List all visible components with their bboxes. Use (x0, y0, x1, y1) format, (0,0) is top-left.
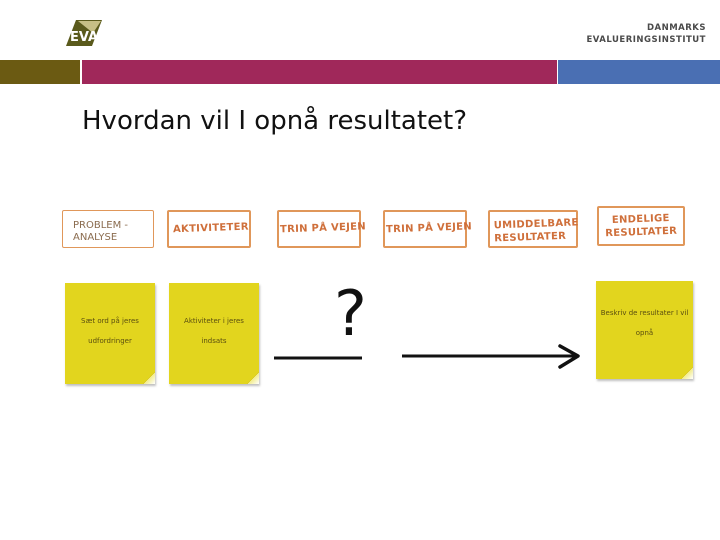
column-box-step-1 (277, 210, 361, 248)
column-box-activities (167, 210, 251, 248)
column-label-immediate-results: UMIDDELBARE RESULTATER (494, 217, 579, 246)
column-box-step-2 (383, 210, 467, 248)
column-label-activities: AKTIVITETER (172, 221, 249, 236)
header-band-plum (82, 60, 557, 84)
immediate-line-2: RESULTATER (494, 230, 567, 245)
sticky-note-results: Beskriv de resultater I vil opnå (596, 281, 693, 379)
column-label-final-results: ENDELIGE RESULTATER (603, 212, 680, 241)
column-label-problem: PROBLEM - ANALYSE (73, 220, 129, 243)
column-box-problem: PROBLEM - ANALYSE (62, 210, 154, 248)
question-mark: ? (334, 277, 367, 350)
page-curl-icon (681, 367, 693, 379)
column-box-final-results (597, 206, 685, 246)
note-text-activities: Aktiviteter i jeres indsats (184, 317, 244, 345)
column-box-immediate-results (488, 210, 578, 248)
sticky-note-activities: Aktiviteter i jeres indsats (169, 283, 259, 384)
page-title: Hvordan vil I opnå resultatet? (82, 106, 468, 136)
institute-name: DANMARKS EVALUERINGSINSTITUT (587, 22, 707, 46)
arrow-right-icon (274, 344, 580, 369)
note-text-results: Beskriv de resultater I vil opnå (600, 309, 689, 337)
header-band-blue (558, 60, 720, 84)
eva-logo: EVA (64, 18, 104, 48)
page-curl-icon (143, 372, 155, 384)
svg-text:EVA: EVA (70, 30, 98, 45)
column-label-step-1: TRIN PÅ VEJEN (279, 221, 367, 236)
sticky-note-challenges: Sæt ord på jeres udfordringer (65, 283, 155, 384)
final-line-2: RESULTATER (605, 225, 678, 240)
institute-line-2: EVALUERINGSINSTITUT (586, 35, 706, 45)
column-label-step-2: TRIN PÅ VEJEN (385, 221, 473, 236)
header-band-olive (0, 60, 80, 84)
note-text-challenges: Sæt ord på jeres udfordringer (81, 317, 139, 345)
institute-line-1: DANMARKS (646, 23, 706, 33)
page-curl-icon (247, 372, 259, 384)
